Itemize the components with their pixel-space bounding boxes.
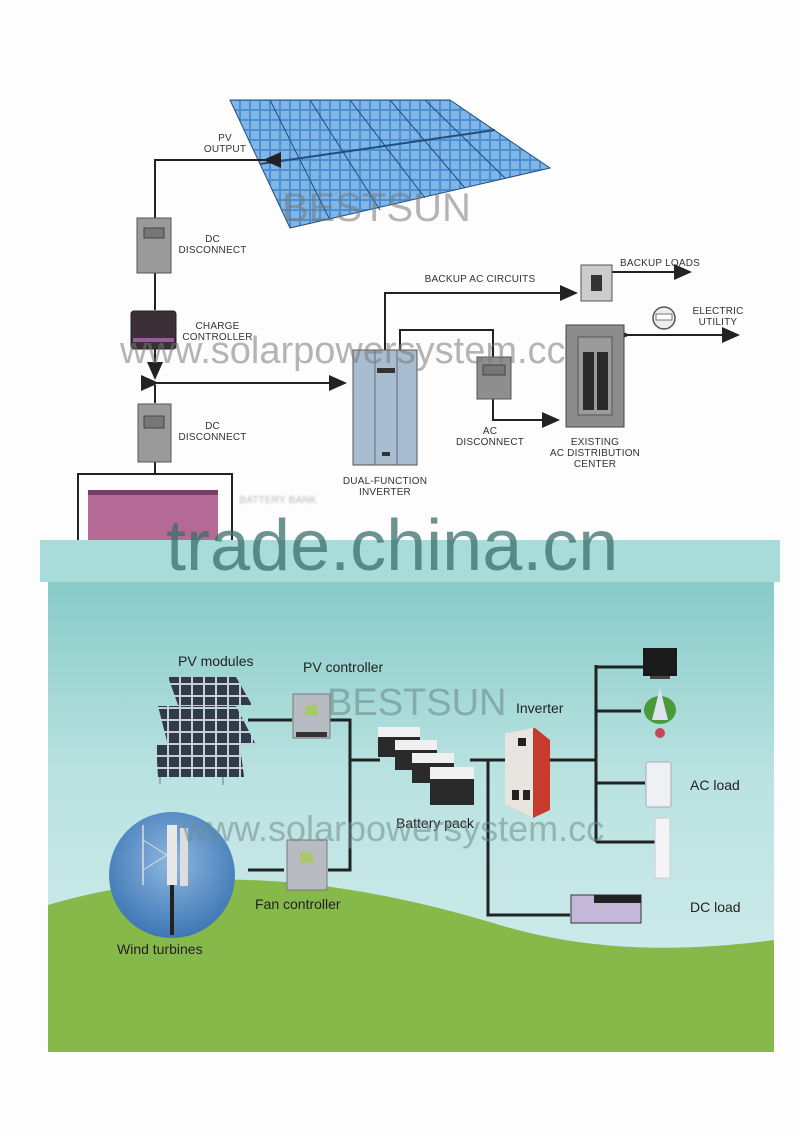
tv-icon xyxy=(643,648,677,679)
label-battery-bank: BATTERY BANK xyxy=(239,495,317,506)
label-ac-load: AC load xyxy=(690,777,740,793)
label-pv-modules: PV modules xyxy=(178,653,254,669)
fan-controller-illustration xyxy=(286,839,328,891)
battery-pack-illustration xyxy=(378,727,474,805)
label-existing-ac-distribution-center: EXISTING AC DISTRIBUTION CENTER xyxy=(549,437,641,470)
watermark-url-bottom: www.solarpowersystem.cc xyxy=(182,808,605,849)
top-diagram-graphics xyxy=(77,99,740,540)
watermark-brand-top: BESTSUN xyxy=(282,186,471,230)
label-backup-ac-circuits: BACKUP AC CIRCUITS xyxy=(424,274,536,285)
refrigerator-icon xyxy=(654,817,671,879)
label-pv-controller: PV controller xyxy=(303,659,384,675)
ac-distribution-center-illustration xyxy=(565,324,625,428)
dc-load-illustration xyxy=(570,894,642,924)
label-dc-disconnect-1: DC DISCONNECT xyxy=(178,234,247,256)
label-battery-pack: Battery pack xyxy=(396,815,474,831)
grass-hill xyxy=(48,879,774,1052)
dc-disconnect-2-illustration xyxy=(137,403,172,463)
label-dual-function-inverter: DUAL-FUNCTION INVERTER xyxy=(342,476,428,498)
label-dc-disconnect-2: DC DISCONNECT xyxy=(178,421,247,443)
electric-meter-icon xyxy=(652,306,676,330)
label-inverter: Inverter xyxy=(516,700,564,716)
charge-controller-illustration xyxy=(130,310,177,350)
pv-modules-illustration xyxy=(156,677,256,785)
bottom-banner-band xyxy=(40,540,780,582)
backup-loads-panel-illustration xyxy=(580,264,613,302)
label-ac-disconnect: AC DISCONNECT xyxy=(455,426,525,448)
air-purifier-icon xyxy=(645,761,672,808)
watermark-brand-bottom: BESTSUN xyxy=(327,682,507,724)
lamp-icon xyxy=(644,688,676,738)
dual-function-inverter-illustration xyxy=(352,349,418,466)
pv-controller-illustration xyxy=(292,693,331,739)
ac-disconnect-illustration xyxy=(476,356,512,400)
wind-turbine-illustration xyxy=(109,812,235,938)
top-wires xyxy=(77,152,740,540)
watermark-url-top: www.solarpowersystem.cc xyxy=(120,330,566,372)
label-dc-load: DC load xyxy=(690,899,741,915)
label-pv-output: PV OUTPUT xyxy=(203,133,247,155)
bottom-wires xyxy=(248,665,655,917)
inverter-illustration xyxy=(505,728,550,818)
label-electric-utility: ELECTRIC UTILITY xyxy=(692,306,744,328)
dc-disconnect-1-illustration xyxy=(136,217,172,274)
solar-array-illustration xyxy=(229,99,552,229)
battery-bank-illustration xyxy=(88,490,218,540)
label-fan-controller: Fan controller xyxy=(255,896,341,912)
label-backup-loads: BACKUP LOADS xyxy=(619,258,701,269)
watermark-trade-china: trade.china.cn xyxy=(166,506,619,586)
label-charge-controller: CHARGE CONTROLLER xyxy=(182,321,253,343)
label-wind-turbines: Wind turbines xyxy=(117,941,203,957)
